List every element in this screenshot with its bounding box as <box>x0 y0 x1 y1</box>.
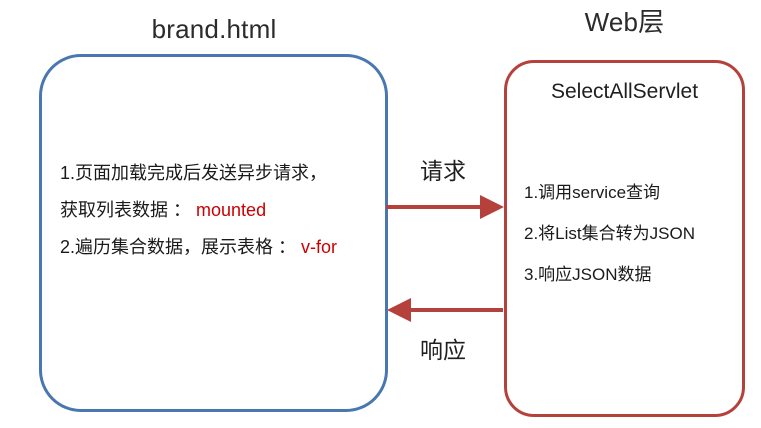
client-line-1-text: 1.页面加载完成后发送异步请求， <box>60 163 328 183</box>
client-panel-title: brand.html <box>151 14 277 44</box>
server-panel-content: 1.调用service查询 2.将List集合转为JSON 3.响应JSON数据 <box>524 172 754 295</box>
client-line-3: 2.遍历集合数据，展示表格 ： v-for <box>60 229 390 266</box>
client-line-3-text: 2.遍历集合数据，展示表格 ： <box>60 237 297 257</box>
client-panel-box <box>39 54 388 412</box>
request-arrow-label: 请求 <box>420 158 466 184</box>
server-list-item-1: 1.调用service查询 <box>524 183 661 202</box>
client-panel-content: 1.页面加载完成后发送异步请求， 获取列表数据 ： mounted 2.遍历集合… <box>60 155 390 266</box>
client-line-3-highlight: v-for <box>301 237 338 257</box>
server-list-item-3: 3.响应JSON数据 <box>524 265 652 284</box>
client-line-2-text: 获取列表数据 ： <box>60 200 192 220</box>
server-panel-title: Web层 <box>584 7 665 37</box>
client-line-2-highlight: mounted <box>196 200 267 220</box>
server-panel-box <box>504 60 745 417</box>
server-panel-heading: SelectAllServlet <box>550 80 699 103</box>
server-list-item-2: 2.将List集合转为JSON <box>524 224 695 243</box>
response-arrow-label: 响应 <box>420 337 466 363</box>
client-line-2: 获取列表数据 ： mounted <box>60 192 390 229</box>
client-line-1: 1.页面加载完成后发送异步请求， <box>60 155 390 192</box>
